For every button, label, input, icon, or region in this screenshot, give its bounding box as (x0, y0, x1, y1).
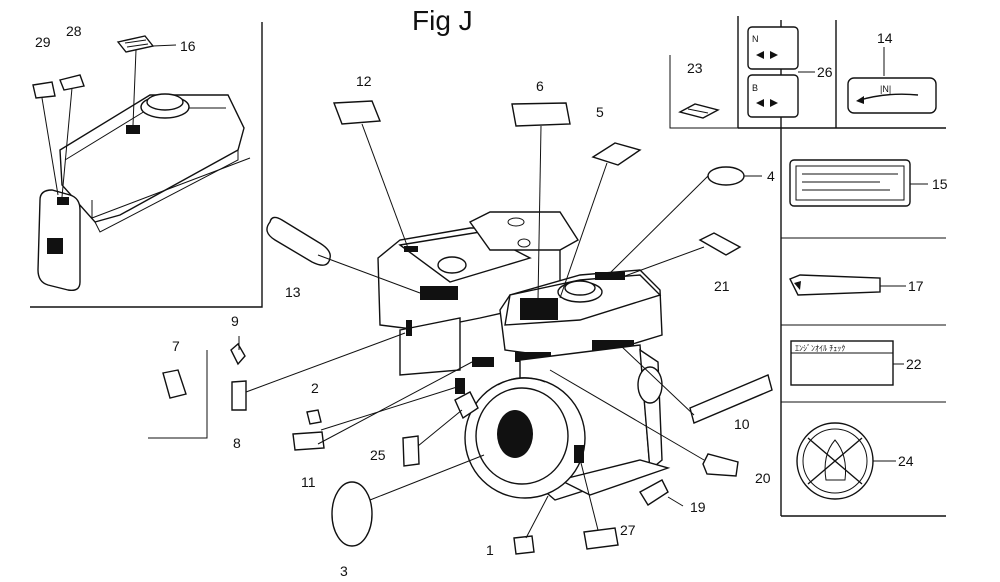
callout-26: 26 (817, 64, 833, 80)
fuel-tank-inset (37, 93, 251, 292)
decal-8 (231, 380, 247, 411)
decal-5 (591, 142, 642, 166)
callout-16: 16 (180, 38, 196, 54)
callout-3: 3 (340, 563, 348, 579)
decal-15 (789, 159, 928, 207)
callout-11: 11 (301, 474, 316, 490)
decal-11 (292, 431, 325, 451)
callout-24: 24 (898, 453, 914, 469)
callout-29: 29 (35, 34, 51, 50)
decal-14: |N| (847, 47, 937, 114)
callout-8: 8 (233, 435, 241, 451)
decal-6 (511, 102, 571, 127)
decal-13 (266, 216, 331, 266)
callout-numbers: 29 28 16 12 6 5 4 21 13 9 7 8 2 11 25 3 … (35, 23, 948, 579)
callout-19: 19 (690, 499, 706, 515)
callout-27: 27 (620, 522, 636, 538)
label-22-text: ｴﾝｼﾞﾝｵｲﾙ ﾁｪｯｸ (795, 344, 845, 353)
decal-7 (162, 369, 187, 399)
callout-1: 1 (486, 542, 494, 558)
callout-14: 14 (877, 30, 893, 46)
decal-29 (32, 81, 56, 99)
callout-22: 22 (906, 356, 922, 372)
decal-24 (796, 422, 896, 500)
decal-25 (402, 435, 420, 467)
callout-10: 10 (734, 416, 750, 432)
callout-4: 4 (767, 168, 775, 184)
callout-2: 2 (311, 380, 319, 396)
decal-2 (306, 409, 322, 425)
callout-12: 12 (356, 73, 372, 89)
svg-text:|N|: |N| (880, 84, 891, 94)
decal-10 (689, 374, 773, 424)
decal-16 (116, 35, 155, 53)
leader-lines (41, 44, 762, 539)
svg-text:N: N (752, 34, 759, 44)
callout-28: 28 (66, 23, 82, 39)
decal-1 (513, 535, 535, 555)
decal-9 (230, 342, 246, 366)
decal-20 (702, 453, 739, 477)
callout-13: 13 (285, 284, 301, 300)
callout-21: 21 (714, 278, 730, 294)
decal-17 (789, 274, 906, 296)
callout-17: 17 (908, 278, 924, 294)
callout-6: 6 (536, 78, 544, 94)
callout-7: 7 (172, 338, 180, 354)
engine-assembly (377, 211, 671, 506)
svg-text:B: B (752, 83, 758, 93)
decal-28 (59, 74, 85, 91)
figure-title: Fig J (412, 5, 473, 36)
decal-22: ｴﾝｼﾞﾝｵｲﾙ ﾁｪｯｸ (790, 340, 904, 386)
callout-20: 20 (755, 470, 771, 486)
decal-26: N B (747, 26, 815, 118)
decal-21 (698, 232, 742, 256)
callout-23: 23 (687, 60, 703, 76)
callout-25: 25 (370, 447, 386, 463)
decal-27 (583, 527, 619, 550)
decal-23 (678, 103, 720, 119)
callout-15: 15 (932, 176, 948, 192)
decal-4 (707, 166, 745, 186)
callout-9: 9 (231, 313, 239, 329)
decal-12 (333, 100, 382, 125)
decal-3 (331, 481, 373, 547)
callout-5: 5 (596, 104, 604, 120)
